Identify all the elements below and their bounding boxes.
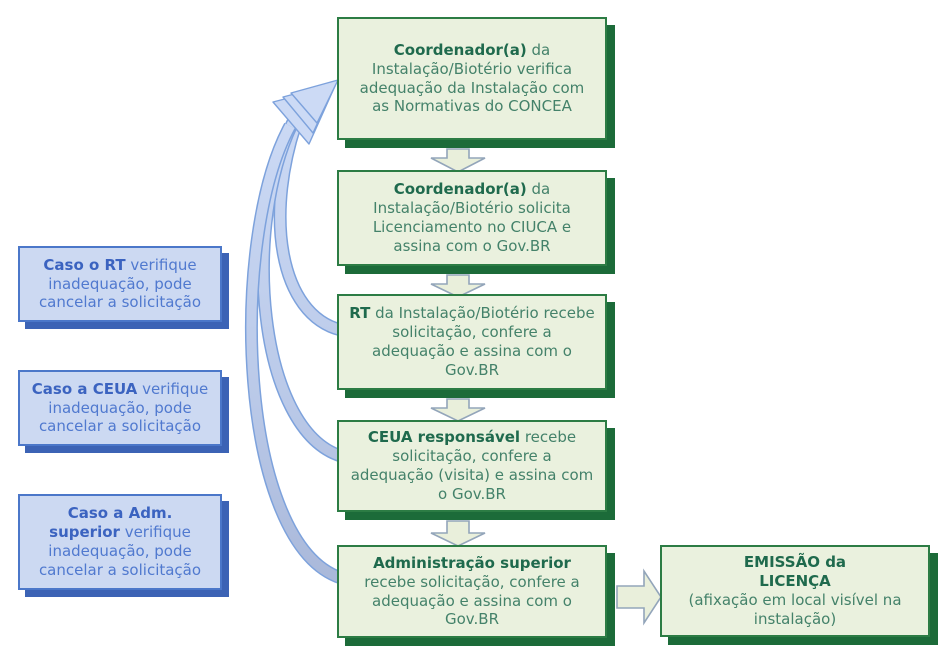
- note-box-caso-ceua: Caso a CEUA verifique inadequação, pode …: [18, 370, 222, 446]
- step-text: Coordenador(a) da Instalação/Biotério ve…: [359, 40, 585, 116]
- step-text: CEUA responsável recebe solicitação, con…: [350, 428, 594, 503]
- note-box-caso-adm-superior: Caso a Adm. superior verifique inadequaç…: [18, 494, 222, 590]
- step-text: Coordenador(a) da Instalação/Biotério so…: [372, 180, 572, 255]
- step-text: RT da Instalação/Biotério recebe solicit…: [349, 304, 595, 379]
- right-arrow-step5-emissao: [616, 568, 662, 626]
- step-box-coordenador-verifica: Coordenador(a) da Instalação/Biotério ve…: [337, 17, 607, 140]
- note-text: Caso a Adm. superior verifique inadequaç…: [38, 504, 202, 579]
- step-box-ceua-assina: CEUA responsável recebe solicitação, con…: [337, 420, 607, 512]
- down-arrow-step4-step5: [430, 520, 486, 547]
- return-arrow-rt: [273, 109, 343, 337]
- down-arrow-step1-step2: [430, 148, 486, 173]
- step-box-adm-superior-assina: Administração superior recebe solicitaçã…: [337, 545, 607, 638]
- note-text: Caso a CEUA verifique inadequação, pode …: [31, 379, 209, 436]
- step-box-rt-assina: RT da Instalação/Biotério recebe solicit…: [337, 294, 607, 390]
- final-box-emissao-licenca: EMISSÃO da LICENÇA (afixação em local vi…: [660, 545, 930, 637]
- step-text: Administração superior recebe solicitaçã…: [364, 553, 580, 629]
- down-arrow-step3-step4: [430, 398, 486, 422]
- final-text: EMISSÃO da LICENÇA (afixação em local vi…: [688, 553, 902, 628]
- return-arrow-adm: [245, 122, 344, 585]
- step-box-coordenador-solicita: Coordenador(a) da Instalação/Biotério so…: [337, 170, 607, 266]
- note-box-caso-rt: Caso o RT verifique inadequação, pode ca…: [18, 246, 222, 322]
- return-arrow-ceua: [256, 115, 344, 463]
- note-text: Caso o RT verifique inadequação, pode ca…: [38, 255, 202, 312]
- return-arrowhead-cluster: [272, 79, 339, 145]
